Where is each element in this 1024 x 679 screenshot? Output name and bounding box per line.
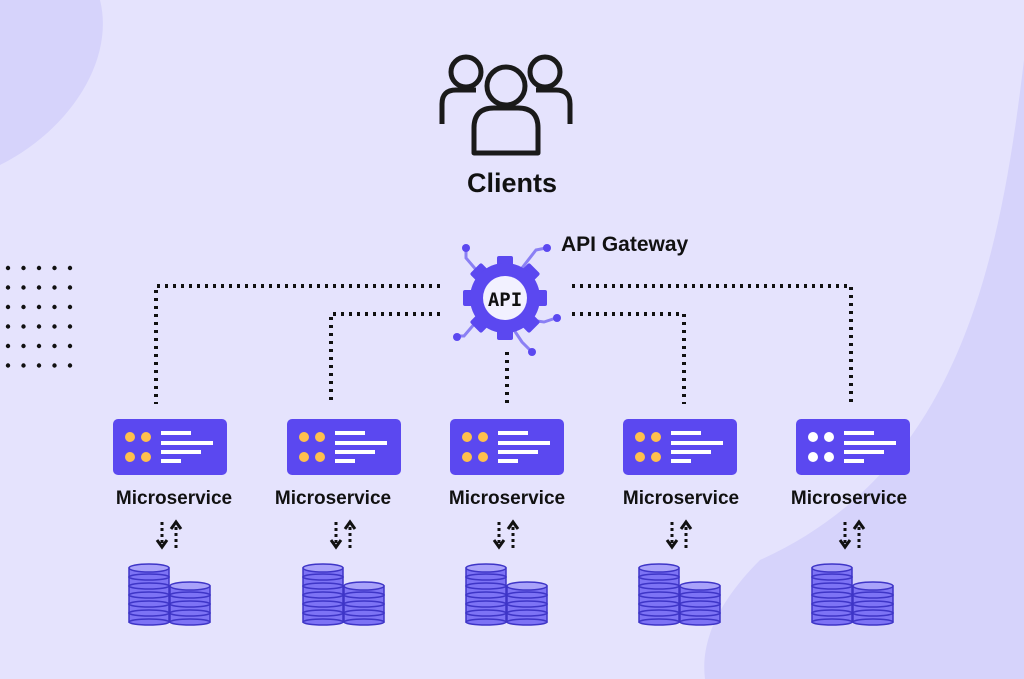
database-icon	[128, 563, 211, 626]
server-card-icon	[796, 419, 910, 475]
server-card-icon	[623, 419, 737, 475]
gateway-connectors	[154, 284, 853, 404]
database-icon	[811, 563, 894, 626]
api-gateway-icon: API	[453, 244, 561, 356]
connector-ms4	[572, 312, 686, 404]
gateway-icon-text: API	[488, 289, 522, 311]
api-gateway-label: API Gateway	[561, 233, 689, 256]
server-card-icon	[287, 419, 401, 475]
microservice-3	[450, 419, 564, 626]
microservice-label-3: Microservice	[448, 488, 566, 509]
microservice-label-4: Microservice	[622, 488, 740, 509]
database-icon	[302, 563, 385, 626]
connector-ms5	[572, 284, 853, 404]
data-flow-arrows	[329, 519, 357, 550]
data-flow-arrows	[838, 519, 866, 550]
clients-icon	[439, 54, 573, 156]
data-flow-arrows	[155, 519, 183, 550]
data-flow-arrows	[492, 519, 520, 550]
right-blob	[704, 60, 1024, 679]
top-left-blob	[0, 0, 103, 165]
data-flow-arrows	[665, 519, 693, 550]
server-card-icon	[450, 419, 564, 475]
microservice-label-2: Microservice	[274, 488, 392, 509]
database-icon	[465, 563, 548, 626]
microservice-1	[113, 419, 227, 626]
microservice-4	[623, 419, 737, 626]
microservices-row	[113, 419, 910, 626]
microservice-label-5: Microservice	[790, 488, 908, 509]
dot-grid-decoration	[5, 265, 73, 368]
database-icon	[638, 563, 721, 626]
connector-ms1	[154, 284, 440, 404]
clients-label: Clients	[466, 168, 558, 198]
microservice-5	[796, 419, 910, 626]
microservice-2	[287, 419, 401, 626]
connector-ms2	[329, 312, 440, 404]
server-card-icon	[113, 419, 227, 475]
microservice-label-1: Microservice	[115, 488, 233, 509]
